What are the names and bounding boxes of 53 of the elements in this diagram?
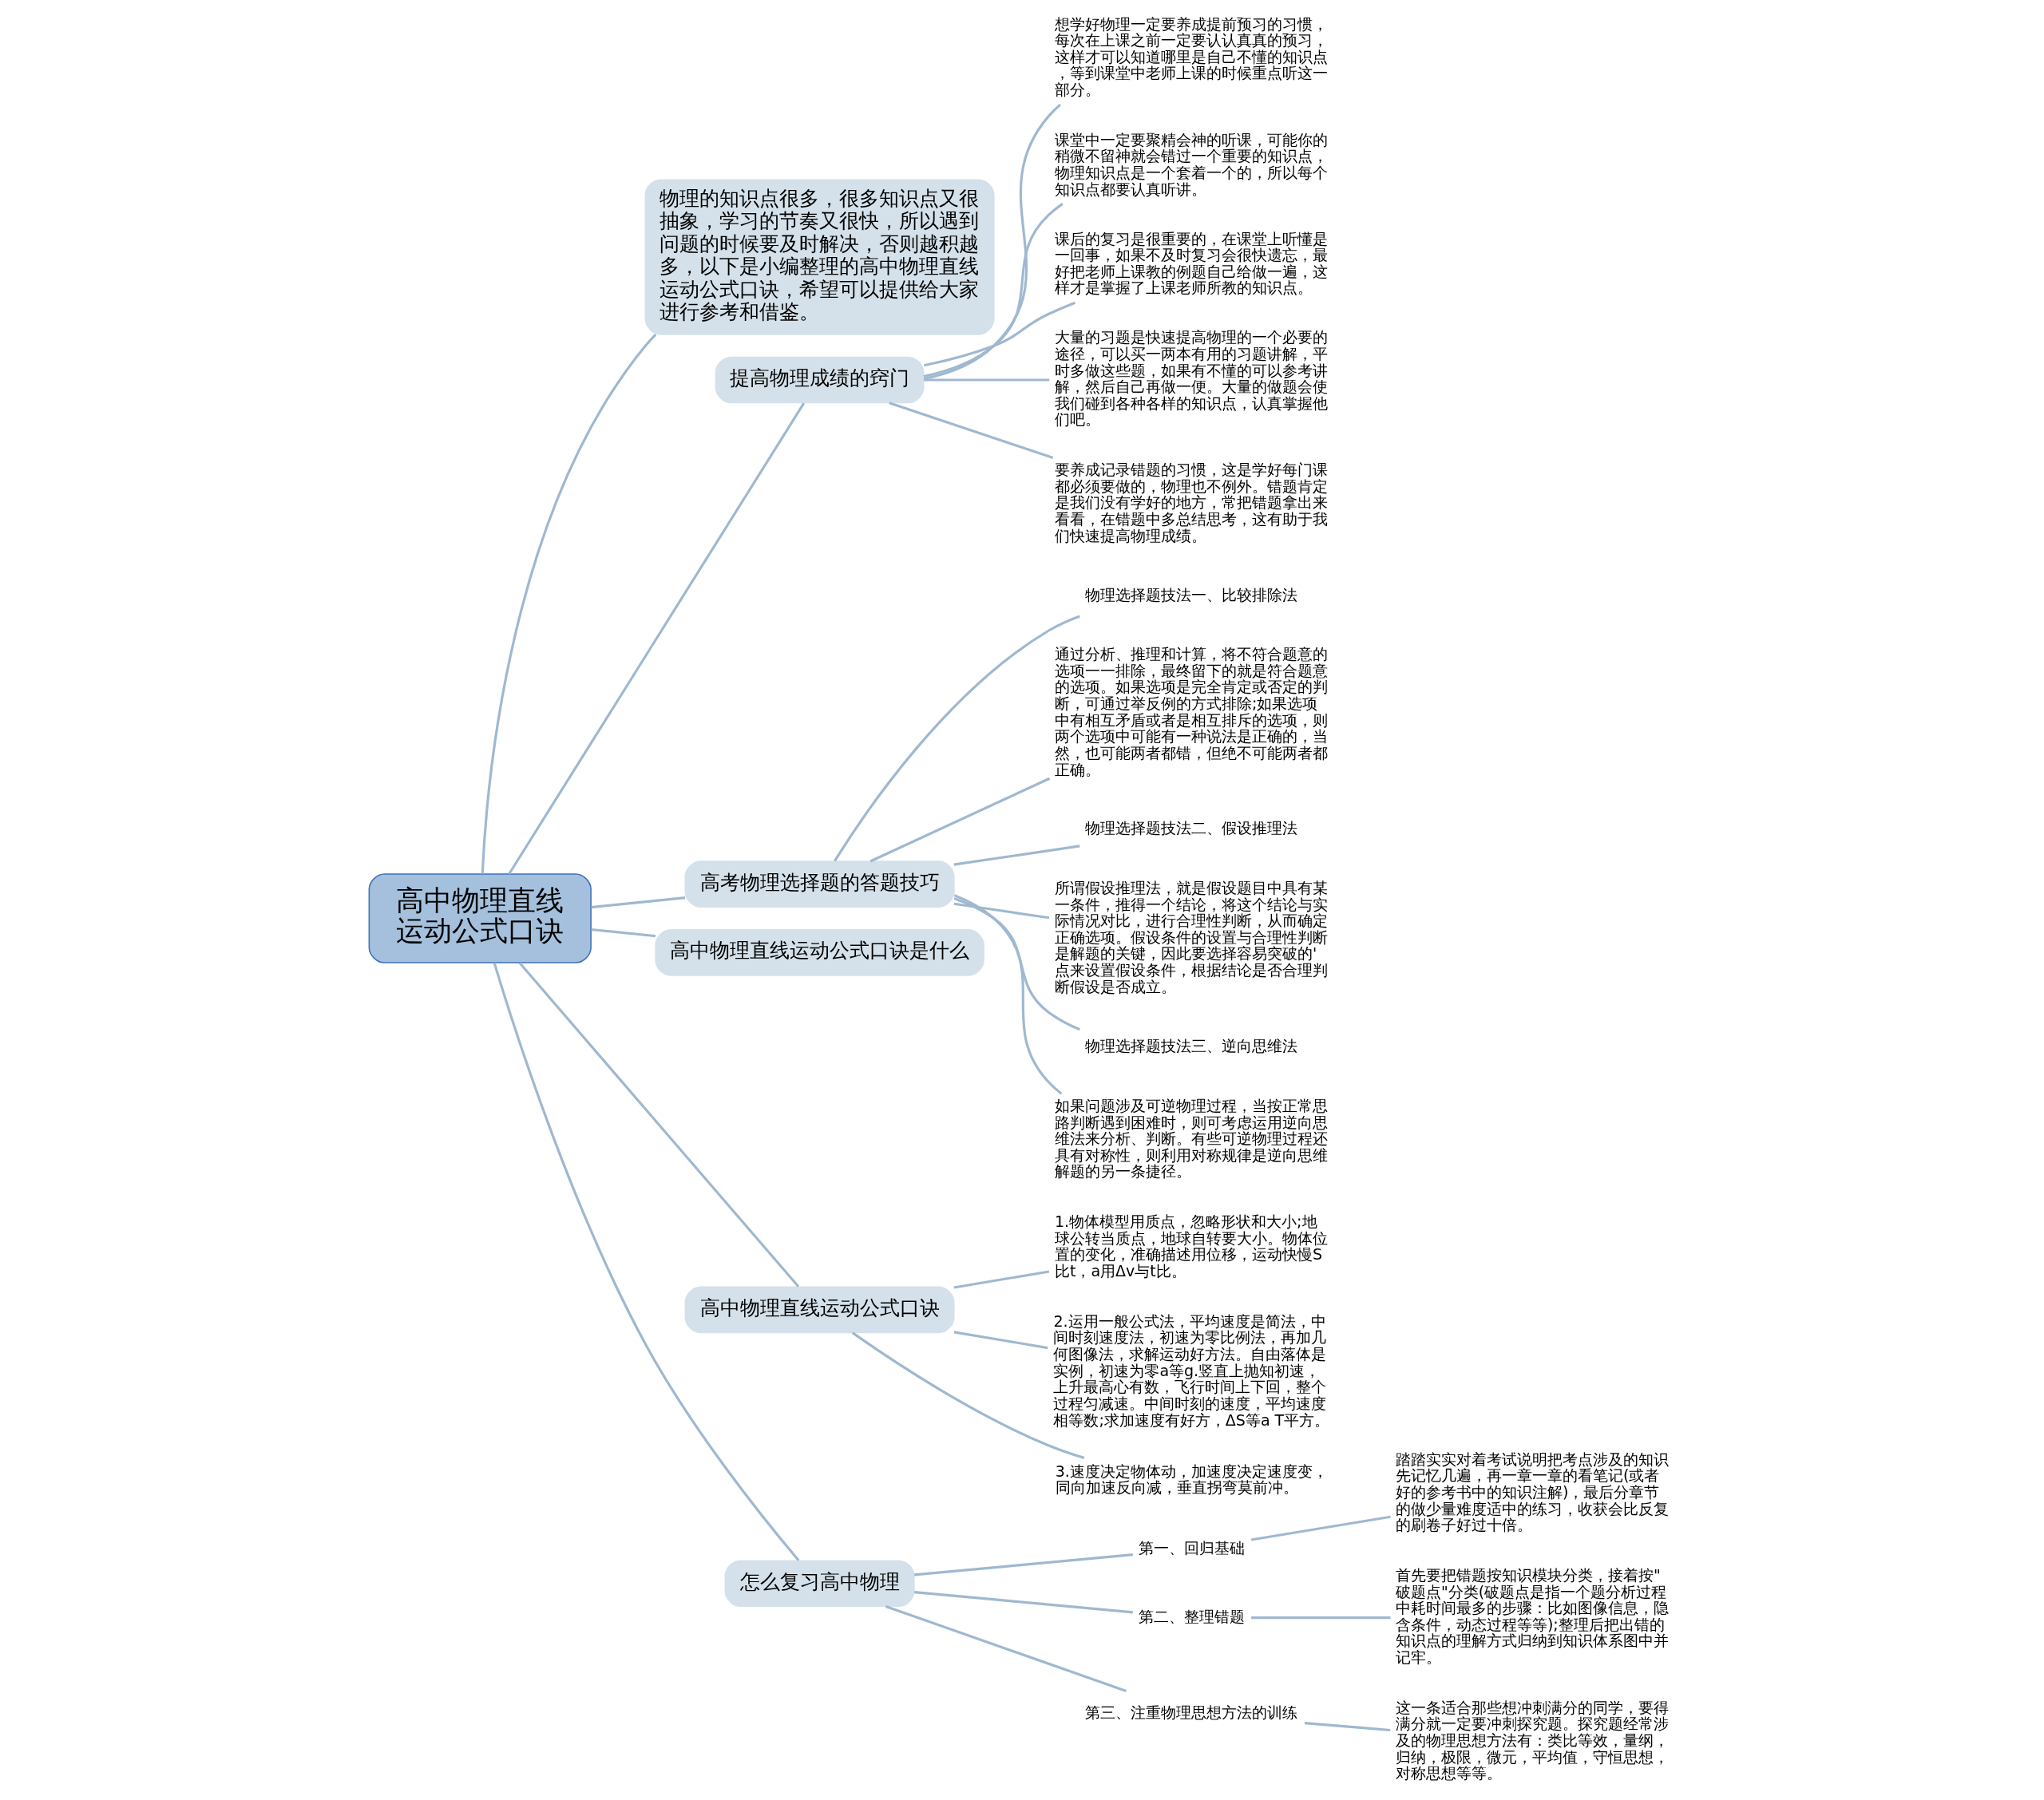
node-box: 怎么复习高中物理 [724,1560,915,1608]
node-box: 高中物理直线运动公式口诀 [368,873,592,963]
node-text: 这一条适合那些想冲刺满分的同学，要得满分就一定要冲刺探究题。探究题经常涉及的物理思想方法有：类比等效，量纲，归纳，极限，微元，平均值，守恒思想，对称思想等等。 [1395,1698,1669,1782]
connector [923,103,1061,381]
node-text: 3.速度决定物体动，加速度决定速度变，同向加速反向减，垂直拐弯莫前冲。 [1055,1462,1328,1497]
connector [953,1270,1049,1289]
node-text: 踏踏实实对着考试说明把考点涉及的知识先记忆几遍，再一章一章的看笔记(或者好的参考书中的知识注解)，最后分章节的做少量难度适中的练习，收获会比反复的刷卷子好过十倍。 [1395,1450,1669,1534]
connector [913,1590,1133,1614]
node-text: 如果问题涉及可逆物理过程，当按正常思路判断遇到困难时，则可考虑运用逆向思维法来分析、判断。有些可逆物理过程还具有对称性，则利用对称规律是逆向思维解题的另一条捷径。 [1054,1096,1328,1181]
connector [953,896,1080,1031]
connector [518,962,799,1288]
connector [953,1331,1048,1350]
connector [885,1604,1127,1693]
connector [953,845,1080,866]
connector [923,203,1064,378]
connector [923,378,1049,382]
connector [493,962,799,1561]
connector [953,902,1049,920]
node-text: 第一、回归基础 [1138,1538,1245,1557]
node-box: 高中物理直线运动公式口诀是什么 [654,929,984,976]
connector [1250,1616,1390,1620]
connector [1304,1722,1390,1732]
connector [913,1553,1133,1576]
connector [953,894,1062,1095]
connector [481,333,656,874]
connector [590,928,656,938]
node-text: 要养成记录错题的习惯，这是学好每门课都必须要做的，物理也不例外。错题肯定是我们没有学好的地方，常把错题拿出来看看，在错题中多总结思考，这有助于我们快速提高物理成绩。 [1054,461,1328,544]
connector [590,896,685,909]
connector [869,777,1050,863]
connector [507,402,805,875]
node-text: 课堂中一定要聚精会神的听课，可能你的稍微不留神就会错过一个重要的知识点，物理知识点是一个套着一个的，所以每个知识点都要认真听讲。 [1054,130,1328,198]
node-text: 物理选择题技法二、假设推理法 [1084,819,1297,837]
connector [923,301,1075,367]
node-text: 想学好物理一定要养成提前预习的习惯，每次在上课之前一定要认认真真的预习，这样才可以知道哪里是自己不懂的知识点，等到课堂中老师上课的时候重点听这一部分。 [1054,14,1328,99]
node-box: 高中物理直线运动公式口诀 [684,1286,955,1334]
node-text: 所谓假设推理法，就是假设题目中具有某一条件，推得一个结论，将这个结论与实际情况对比，进行合理性判断，从而确定正确选项。假设条件的设置与合理性判断是解题的关键，因此要选择容易突破的'点来设置假设条件，根据结论是否合理判断假设是否成立。 [1054,878,1328,995]
node-box: 物理的知识点很多，很多知识点又很抽象，学习的节奏又很快，所以遇到问题的时候要及时解决，否则越积越多，以下是小编整理的高中物理直线运动公式口诀，希望可以提供给大家进行参考和借鉴。 [644,179,995,335]
node-text: 第二、整理错题 [1138,1607,1245,1625]
node-text: 课后的复习是很重要的，在课堂上听懂是一回事，如果不及时复习会很快遗忘，最好把老师上课教的例题自己给做一遍，这样才是掌握了上课老师所教的知识点。 [1054,229,1328,297]
node-box: 提高物理成绩的窍门 [715,356,924,404]
node-text: 1.物体模型用质点，忽略形状和大小;地球公转当质点，地球自转要大小。物体位置的变化，准确描述用位移，运动快慢S比t，a用Δv与t比。 [1054,1213,1328,1280]
connector [833,615,1080,862]
node-text: 首先要把错题按知识模块分类，接着按"破题点"分类(破题点是指一个题分析过程中耗时间最多的步骤：比如图像信息，隐含条件，动态过程等等);整理后把出错的知识点的理解方式归纳到知识体系图中并记牢。 [1395,1565,1669,1667]
node-text: 通过分析、推理和计算，将不符合题意的选项一一排除，最终留下的就是符合题意的选项。如果选项是完全肯定或否定的判断，可通过举反例的方式排除;如果选项中有相互矛盾或者是相互排斥的选项，则两个选项中可能有一种说法是正确的，当然，也可能两者都错，但绝不可能两者都正确。 [1054,645,1328,778]
node-text: 大量的习题是快速提高物理的一个必要的途径，可以买一两本有用的习题讲解，平时多做这些题，如果有不懂的可以参考讲解，然后自己再做一便。大量的做题会使我们碰到各种各样的知识点，认真掌握他们吧。 [1054,328,1328,429]
connector [1250,1515,1391,1541]
connector [851,1331,1085,1460]
node-text: 第三、注重物理思想方法的训练 [1084,1703,1297,1722]
node-text: 物理选择题技法一、比较排除法 [1084,586,1297,604]
node-box: 高考物理选择题的答题技巧 [684,860,955,908]
node-text: 2.运用一般公式法，平均速度是简法，中间时刻速度法，初速为零比例法，再加几何图像法，求解运动好方法。自由落体是实例，初速为零a等g.竖直上抛知初速，上升最高心有数，飞行时间上下回，整个过程匀减速。中间时刻的速度，平均速度相等数;求加速度有好方，ΔS等a T平方。 [1052,1311,1329,1429]
connector [888,402,1053,459]
node-text: 物理选择题技法三、逆向思维法 [1084,1037,1297,1055]
